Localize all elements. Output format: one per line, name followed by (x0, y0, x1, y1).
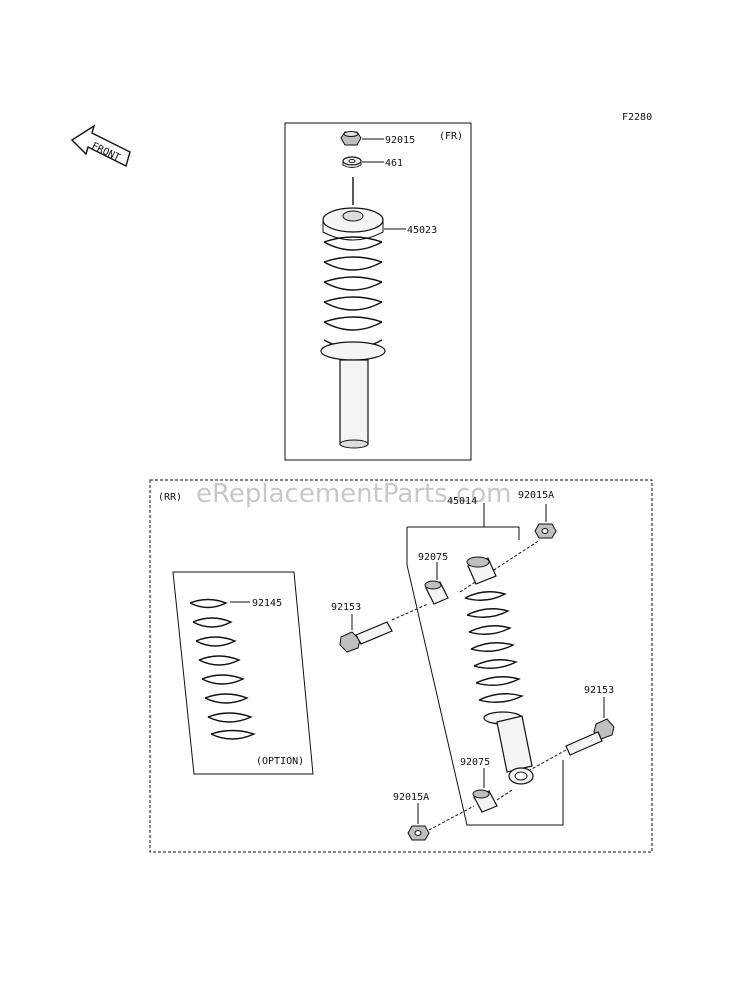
rear-top-collar-label: 92075 (418, 552, 448, 563)
option-spring-label: 92145 (252, 598, 282, 609)
rear-bottom-nut-label: 92015A (393, 792, 429, 803)
front-section-frame (284, 122, 472, 461)
front-nut-label: 92015 (385, 135, 415, 146)
rear-bottom-collar-part (472, 789, 498, 813)
front-section-tag: (FR) (439, 131, 463, 142)
front-shock-absorber-part (320, 177, 386, 449)
front-arrow-icon: FRONT (70, 124, 131, 168)
front-nut-part (340, 131, 362, 146)
rear-section-frame (149, 479, 653, 853)
front-washer-part (342, 156, 362, 168)
option-spring-tag: (OPTION) (256, 756, 304, 767)
front-washer-label: 461 (385, 158, 403, 169)
rear-bottom-nut-part (407, 825, 430, 841)
rear-right-bolt-part (565, 718, 615, 756)
rear-section-tag: (RR) (158, 492, 182, 503)
rear-top-nut-part (534, 523, 557, 539)
rear-right-bolt-label: 92153 (584, 685, 614, 696)
option-spring-frame (172, 571, 314, 775)
rear-shock-label: 45014 (447, 496, 477, 507)
rear-left-bolt-label: 92153 (331, 602, 361, 613)
rear-top-collar-part (424, 580, 449, 605)
rear-bottom-collar-label: 92075 (460, 757, 490, 768)
rear-shock-bracket (407, 526, 520, 540)
front-arrow-label: FRONT (90, 141, 122, 164)
figure-code: F2280 (622, 112, 652, 123)
watermark: eReplacementParts.com (196, 479, 512, 509)
rear-top-nut-label: 92015A (518, 490, 554, 501)
rear-shock-absorber-part (459, 539, 541, 785)
front-shock-label: 45023 (407, 225, 437, 236)
rear-left-bolt-part (339, 621, 393, 653)
option-spring-part (189, 598, 256, 740)
